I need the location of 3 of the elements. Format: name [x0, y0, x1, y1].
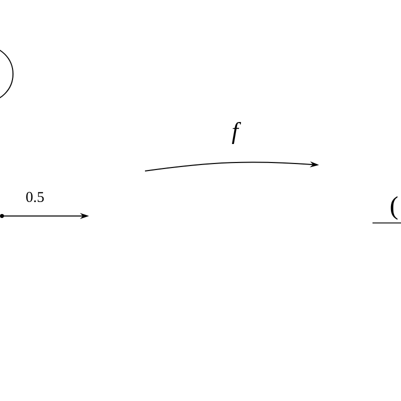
text-label: f: [232, 122, 242, 144]
underlined-text: (: [372, 196, 401, 224]
text-label: 0.5: [26, 192, 44, 202]
